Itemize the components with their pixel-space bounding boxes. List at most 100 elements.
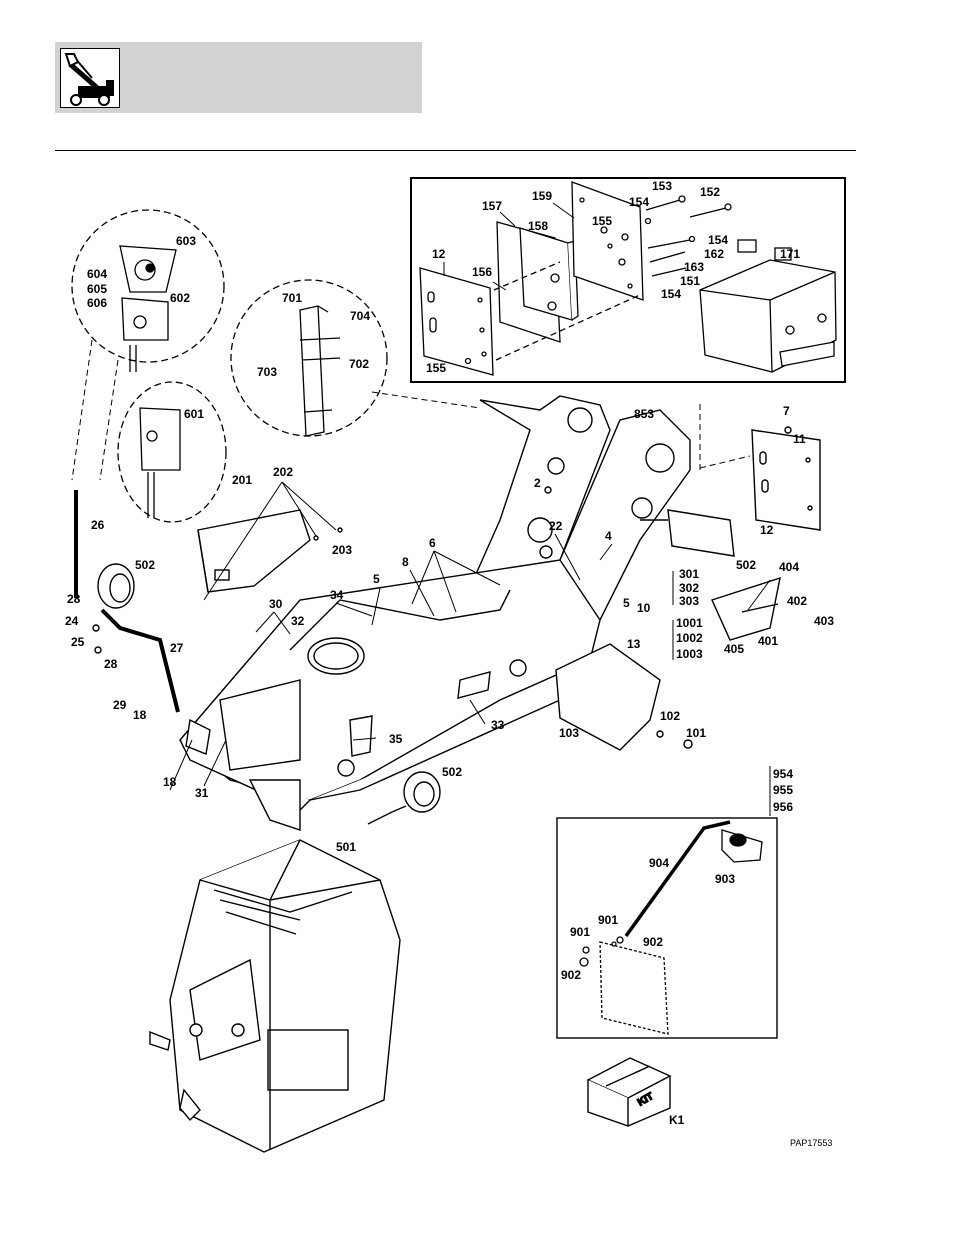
callout-label: 203 — [332, 543, 352, 557]
callout-label: 31 — [195, 786, 209, 800]
callout-label: 152 — [700, 185, 720, 199]
callout-label: 402 — [787, 594, 807, 608]
callout-label: 13 — [627, 637, 641, 651]
callout-label: 7 — [783, 404, 790, 418]
callout-label: 153 — [652, 179, 672, 193]
telehandler-boom-icon — [60, 48, 120, 108]
callout-label: 159 — [532, 189, 552, 203]
callout-label: 27 — [170, 641, 184, 655]
callout-label: 6 — [429, 536, 436, 550]
callout-label: 702 — [349, 357, 369, 371]
callout-label: 22 — [549, 519, 563, 533]
callout-label: 154 — [629, 195, 649, 209]
callout-label: 1003 — [676, 647, 703, 661]
callout-label: K1 — [669, 1113, 685, 1127]
callout-label: 902 — [561, 968, 581, 982]
callout-label: 5 — [373, 572, 380, 586]
callout-label: 904 — [649, 856, 669, 870]
callout-label: 26 — [91, 518, 105, 532]
callout-label: 158 — [528, 219, 548, 233]
callout-label: 154 — [661, 287, 681, 301]
callout-label: 25 — [71, 635, 85, 649]
main-chassis — [74, 395, 821, 831]
grab-handle-detail-701 — [230, 279, 388, 437]
callout-label: 1001 — [676, 616, 703, 630]
callout-label: 701 — [282, 291, 302, 305]
callout-label: 151 — [680, 274, 700, 288]
callout-label: 303 — [679, 594, 699, 608]
callout-label: 30 — [269, 597, 283, 611]
inset-mirror-assembly — [556, 817, 778, 1039]
callout-label: 1002 — [676, 631, 703, 645]
callout-label: 202 — [273, 465, 293, 479]
mirror-detail-602 — [71, 209, 225, 372]
callout-label: 302 — [679, 581, 699, 595]
callout-label: 28 — [104, 657, 118, 671]
callout-label: 8 — [402, 555, 409, 569]
callout-label: 602 — [170, 291, 190, 305]
callout-label: 902 — [643, 935, 663, 949]
callout-label: 29 — [113, 698, 127, 712]
inset-mounting-assembly — [410, 177, 846, 383]
callout-label: 956 — [773, 800, 793, 814]
mirror-detail-601 — [117, 381, 227, 523]
callout-label: 171 — [780, 247, 800, 261]
callout-label: 18 — [163, 775, 177, 789]
callout-label: 102 — [660, 709, 680, 723]
callout-label: 405 — [724, 642, 744, 656]
callout-label: 101 — [686, 726, 706, 740]
callout-label: 4 — [605, 529, 612, 543]
callout-label: 154 — [708, 233, 728, 247]
callout-label: 162 — [704, 247, 724, 261]
callout-label: 901 — [570, 925, 590, 939]
callout-labels: 153 152 157 159 154 158 155 154 162 163 … — [65, 179, 834, 1127]
callout-label: 28 — [67, 592, 81, 606]
callout-label: 35 — [389, 732, 403, 746]
callout-label: 301 — [679, 567, 699, 581]
callout-label: 2 — [534, 476, 541, 490]
callout-label: 33 — [491, 718, 505, 732]
callout-label: 32 — [291, 614, 305, 628]
callout-label: 502 — [442, 765, 462, 779]
callout-label: 606 — [87, 296, 107, 310]
callout-label: 403 — [814, 614, 834, 628]
callout-label: 502 — [135, 558, 155, 572]
callout-label: 955 — [773, 783, 793, 797]
callout-label: 901 — [598, 913, 618, 927]
callout-label: 502 — [736, 558, 756, 572]
callout-label: 404 — [779, 560, 799, 574]
dashed-leaders — [71, 339, 751, 481]
callout-label: 5 — [623, 596, 630, 610]
callout-label: 704 — [350, 309, 370, 323]
callout-label: 501 — [336, 840, 356, 854]
callout-label: 604 — [87, 267, 107, 281]
callout-label: 163 — [684, 260, 704, 274]
callout-label: 603 — [176, 234, 196, 248]
callout-label: 201 — [232, 473, 252, 487]
callout-label: 103 — [559, 726, 579, 740]
operator-cab — [149, 839, 401, 1153]
callout-label: 703 — [257, 365, 277, 379]
callout-label: 155 — [592, 214, 612, 228]
callout-label: 12 — [760, 523, 774, 537]
callout-label: 954 — [773, 767, 793, 781]
callout-label: 12 — [432, 247, 446, 261]
callout-label: 156 — [472, 265, 492, 279]
callout-label: 11 — [793, 432, 806, 446]
callout-label: 903 — [715, 872, 735, 886]
callout-label: 10 — [637, 601, 651, 615]
header-rule — [55, 150, 856, 151]
callout-label: 155 — [426, 361, 446, 375]
callout-label: 601 — [184, 407, 204, 421]
figure-ref: PAP17553 — [790, 1138, 832, 1148]
leader-lines — [169, 202, 771, 816]
kit-box: KIT — [586, 1057, 672, 1127]
callout-label: 157 — [482, 199, 502, 213]
callout-label: 401 — [758, 634, 778, 648]
callout-label: 34 — [330, 588, 344, 602]
callout-label: 24 — [65, 614, 79, 628]
callout-label: 853 — [634, 407, 654, 421]
callout-label: 18 — [133, 708, 147, 722]
callout-label: 605 — [87, 282, 107, 296]
